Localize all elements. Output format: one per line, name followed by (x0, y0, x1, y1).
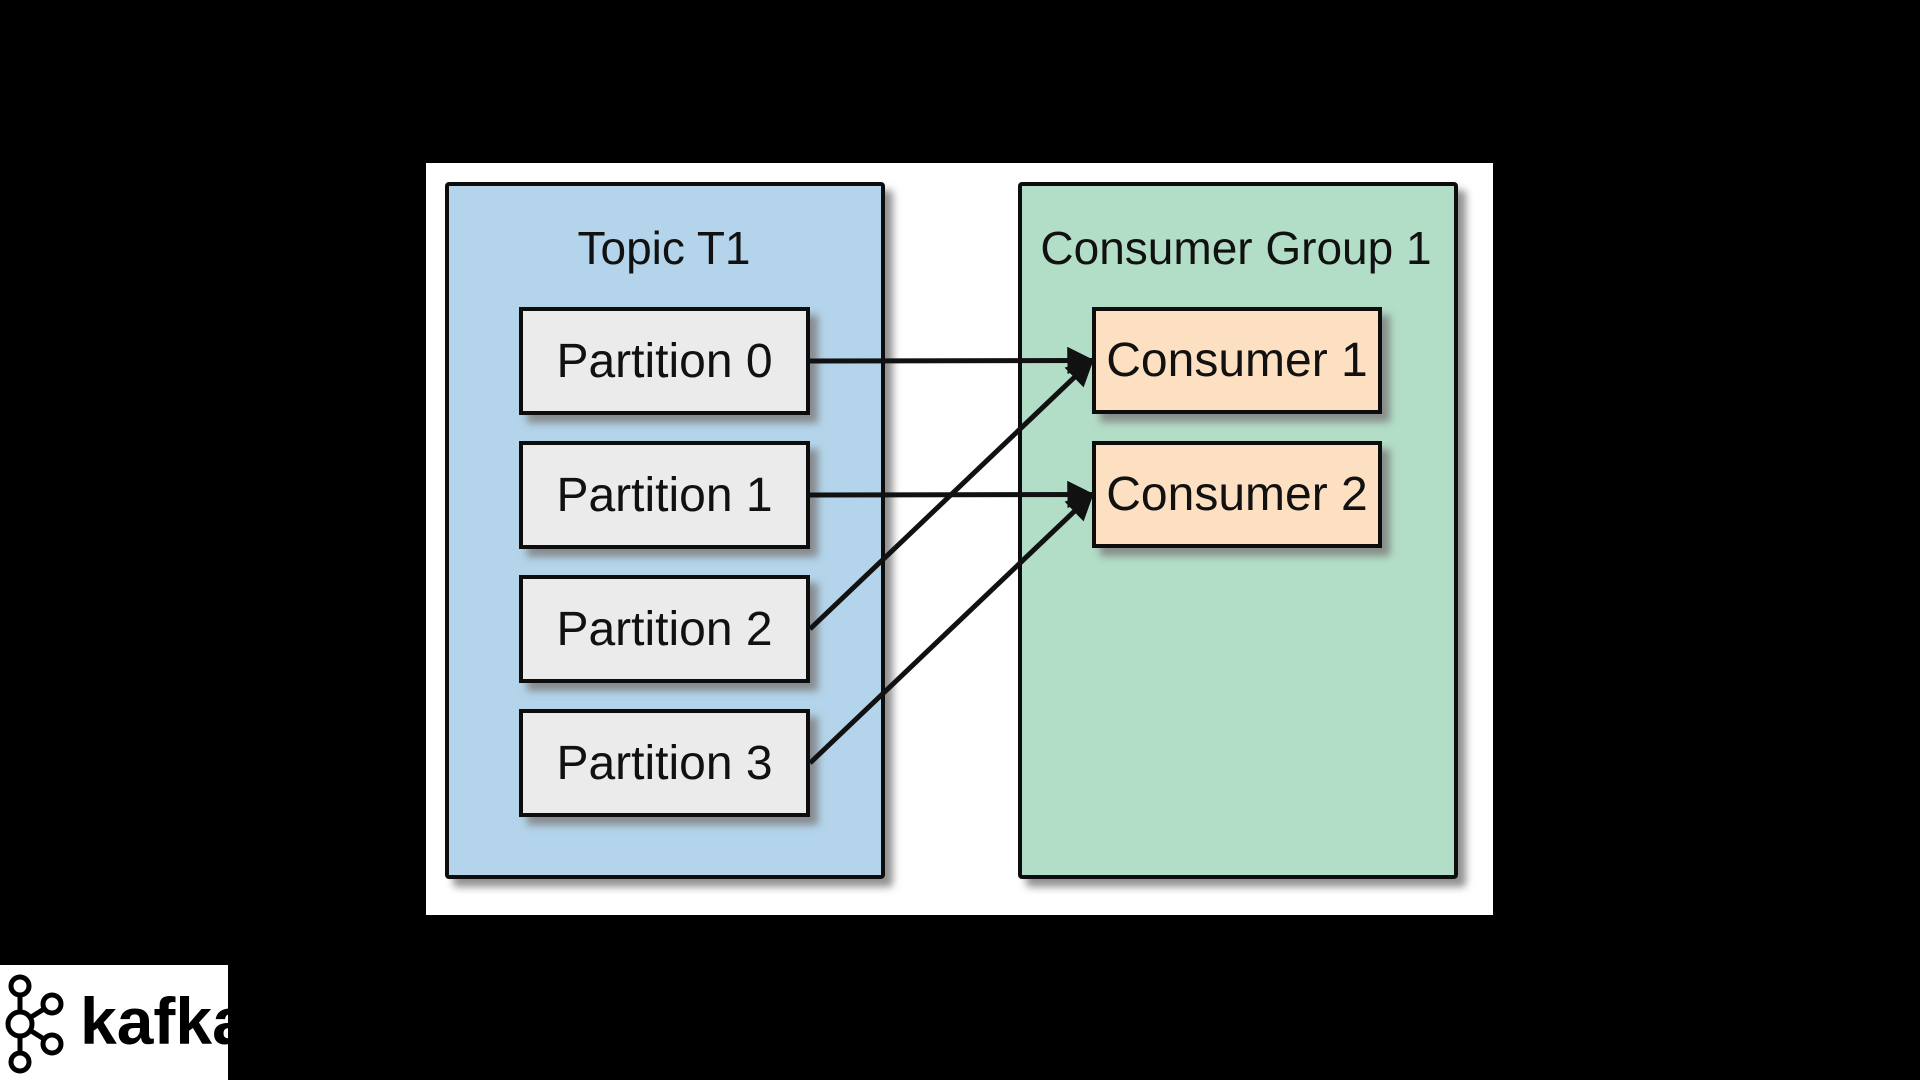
consumer-box: Consumer 2 (1092, 441, 1382, 548)
partition-label: Partition 2 (556, 603, 772, 656)
kafka-logo-node (40, 992, 64, 1016)
kafka-logo-node (40, 1032, 64, 1056)
partition-box: Partition 2 (519, 575, 810, 683)
consumer-list: Consumer 1 Consumer 2 (1092, 307, 1382, 548)
partition-label: Partition 0 (556, 335, 772, 388)
partition-label: Partition 3 (556, 737, 772, 790)
partition-list: Partition 0 Partition 1 Partition 2 Partiti… (519, 307, 810, 817)
assignment-arrow (808, 358, 1094, 631)
kafka-logo-node (8, 974, 32, 998)
kafka-logo-node (5, 1009, 35, 1039)
kafka-logo-node (8, 1050, 32, 1074)
partition-label: Partition 1 (556, 469, 772, 522)
partition-box-shape (519, 307, 810, 415)
partition-box: Partition 3 (519, 709, 810, 817)
consumer-label: Consumer 2 (1106, 468, 1367, 521)
partition-box: Partition 0 (519, 307, 810, 415)
kafka-logo: kafka (5, 974, 250, 1074)
consumer-group-title: Consumer Group 1 (1040, 222, 1431, 274)
kafka-logo-background (0, 965, 228, 1080)
consumer-box-shape (1092, 441, 1382, 548)
partition-box: Partition 1 (519, 441, 810, 549)
assignment-arrows (808, 346, 1095, 765)
kafka-wordmark: kafka (80, 984, 250, 1058)
consumer-box: Consumer 1 (1092, 307, 1382, 414)
partition-box-shape (519, 441, 810, 549)
assignment-arrow (809, 346, 1095, 375)
partition-box-shape (519, 575, 810, 683)
consumer-label: Consumer 1 (1106, 334, 1367, 387)
consumer-box-shape (1092, 307, 1382, 414)
kafka-logo-icon (5, 974, 64, 1074)
topic-title: Topic T1 (577, 222, 750, 274)
partition-box-shape (519, 709, 810, 817)
assignment-arrow (808, 492, 1094, 765)
